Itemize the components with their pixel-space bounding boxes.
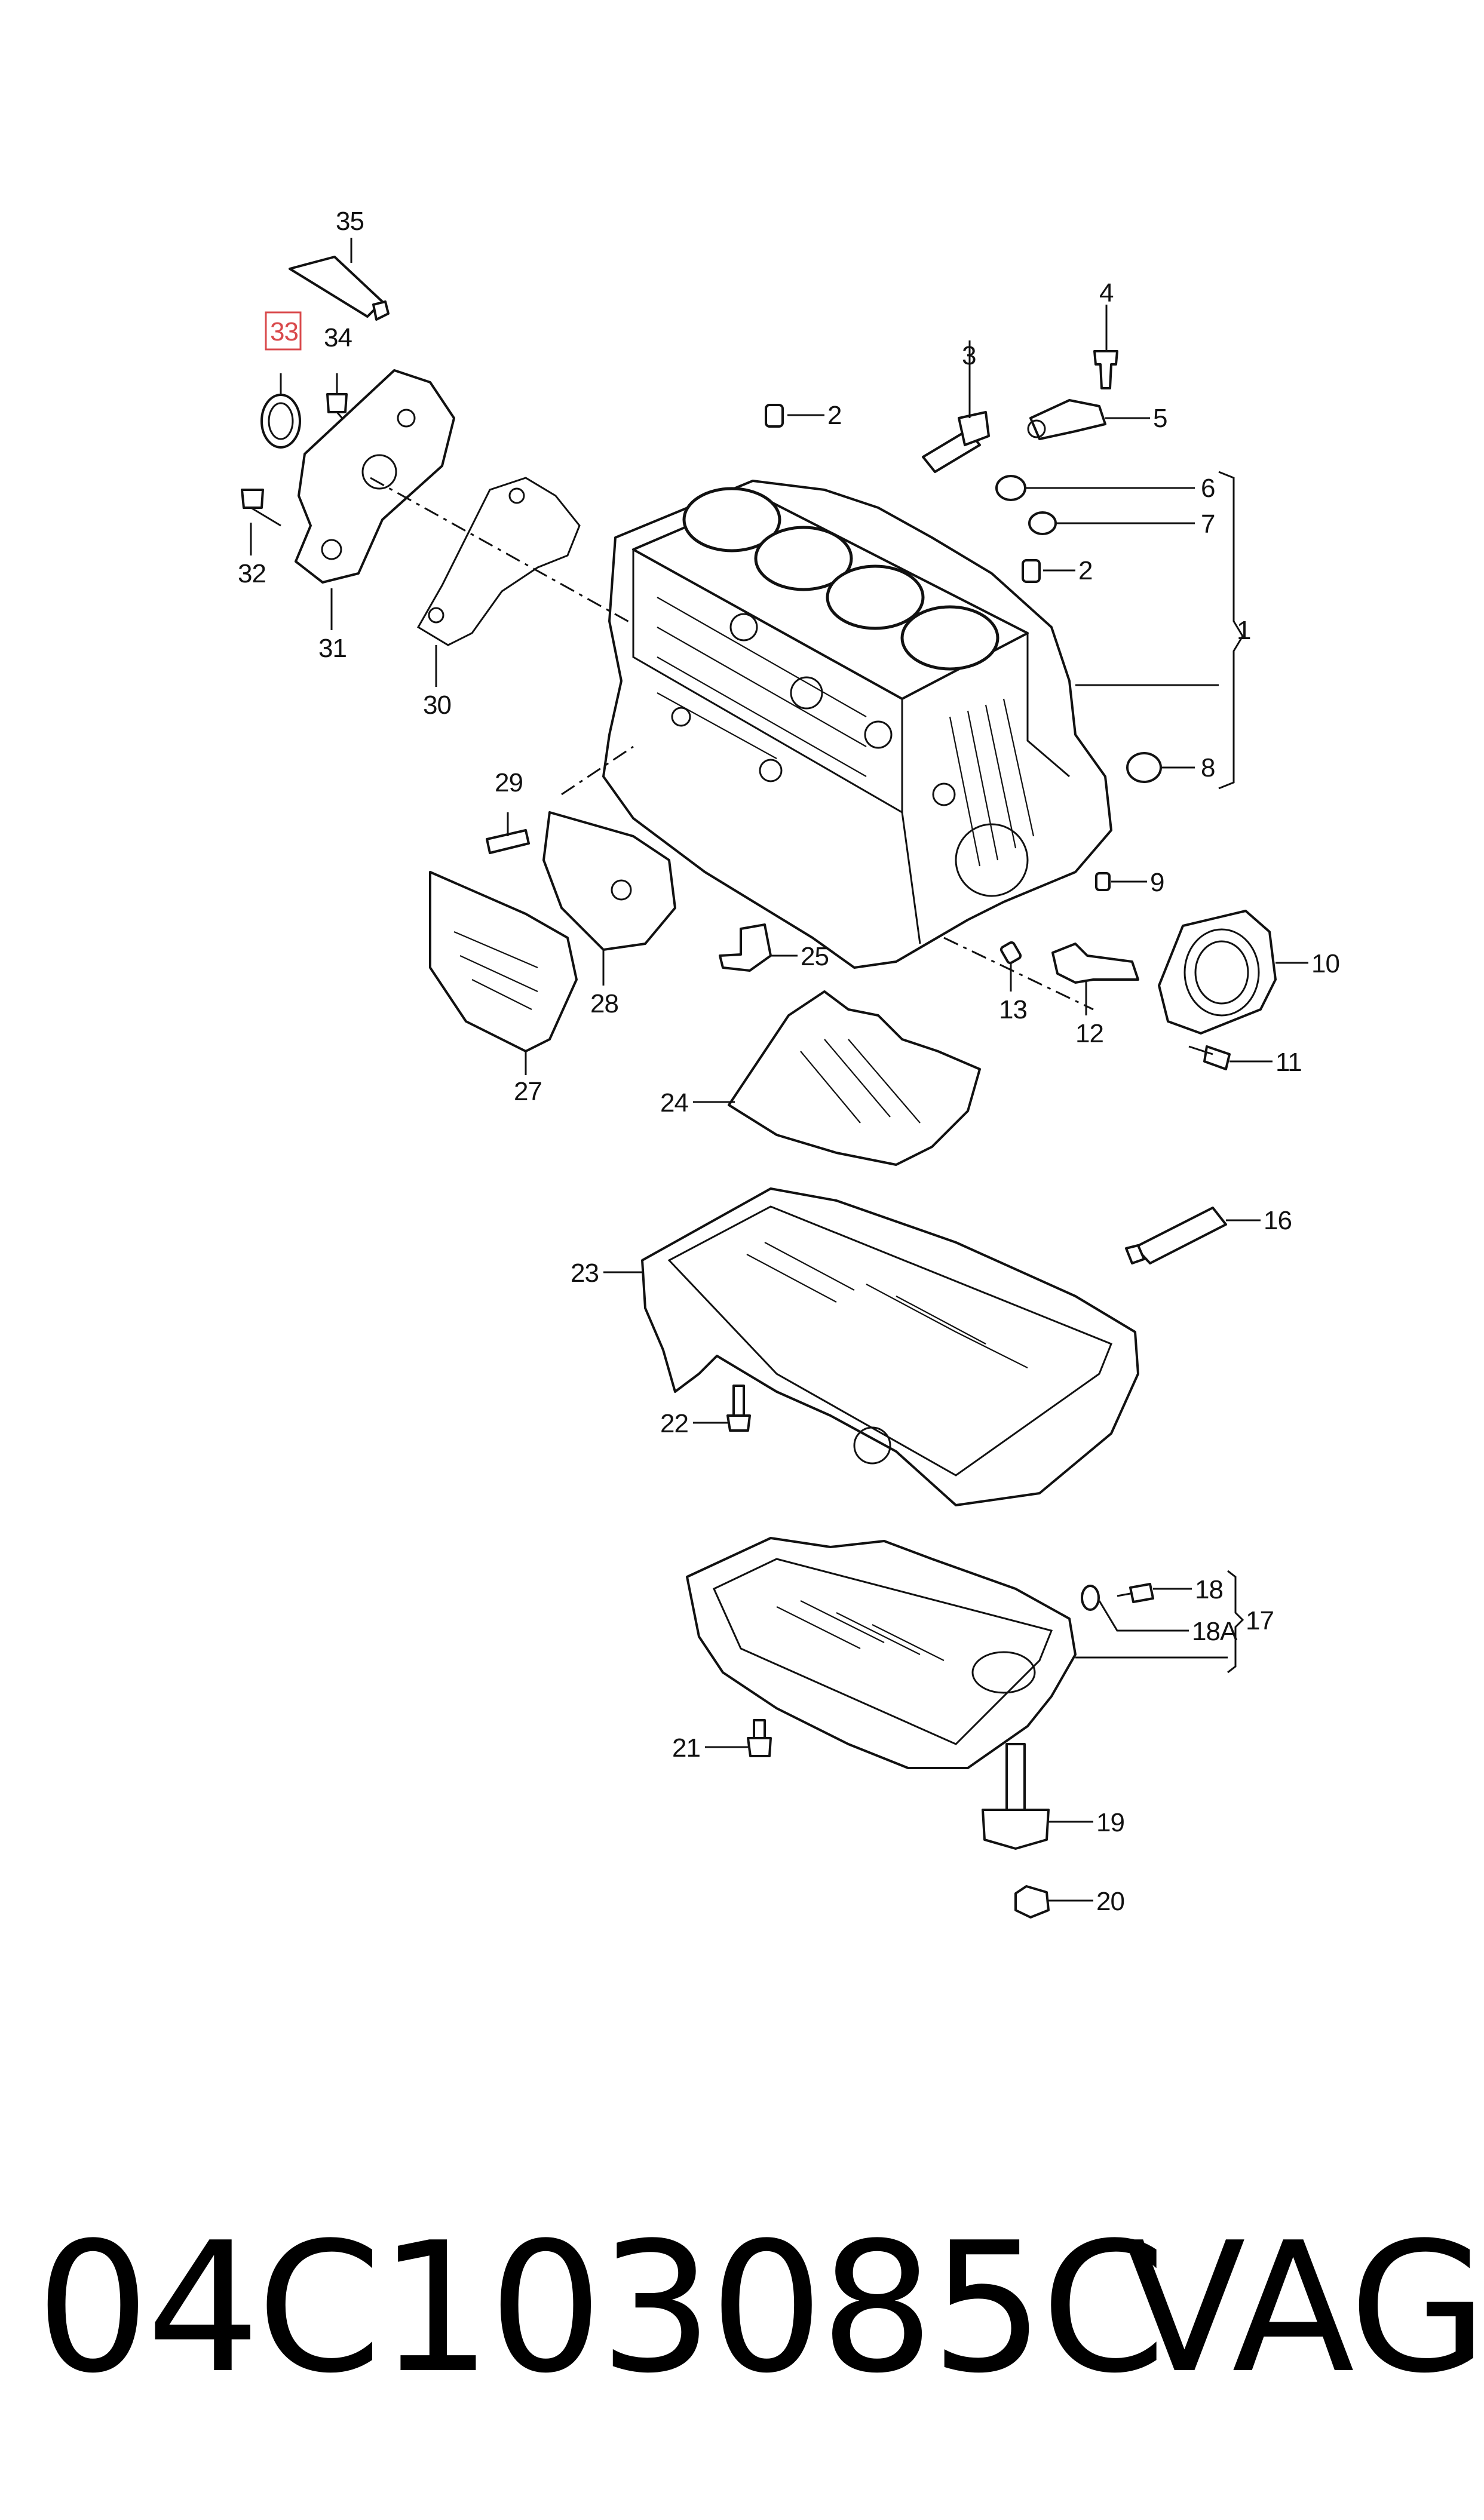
leader-lines bbox=[250, 238, 1308, 1902]
callout-22: 22 bbox=[660, 1409, 688, 1438]
sealing-flange bbox=[1158, 910, 1277, 1035]
engine-block bbox=[602, 480, 1112, 969]
stud-bolt bbox=[922, 411, 990, 473]
callout-4: 4 bbox=[1099, 278, 1114, 308]
shield-part-27 bbox=[429, 871, 578, 1052]
oil-jet-part-5 bbox=[1027, 399, 1106, 440]
callout-35: 35 bbox=[336, 207, 364, 236]
pin-part-13 bbox=[999, 941, 1022, 965]
dowel-sleeve-top bbox=[765, 404, 784, 428]
bolt-part-29 bbox=[486, 829, 530, 854]
callout-29: 29 bbox=[495, 768, 523, 797]
callout-30: 30 bbox=[423, 690, 451, 720]
callout-2-top: 2 bbox=[827, 401, 841, 430]
seal-ring-33 bbox=[260, 394, 301, 449]
upper-oil-pan bbox=[641, 1187, 1139, 1506]
callout-12: 12 bbox=[1075, 1019, 1103, 1048]
bolt-part-11 bbox=[1188, 1045, 1231, 1070]
highlight-box-33 bbox=[265, 311, 302, 351]
callout-11: 11 bbox=[1275, 1048, 1302, 1077]
plug-part-9 bbox=[1095, 872, 1111, 891]
callout-31: 31 bbox=[318, 634, 347, 663]
callout-10: 10 bbox=[1311, 949, 1339, 978]
washer-18a bbox=[1081, 1585, 1100, 1611]
callout-32: 32 bbox=[238, 559, 266, 588]
nut-part-20 bbox=[1014, 1885, 1050, 1919]
callout-23: 23 bbox=[571, 1259, 599, 1288]
callout-5: 5 bbox=[1153, 404, 1167, 433]
callout-25: 25 bbox=[801, 942, 829, 971]
callout-33: 33 bbox=[270, 317, 298, 346]
callout-20: 20 bbox=[1096, 1887, 1124, 1916]
callout-28: 28 bbox=[590, 989, 618, 1018]
plug-part-8 bbox=[1126, 752, 1162, 783]
plug-part-7 bbox=[1028, 511, 1057, 535]
callout-24: 24 bbox=[660, 1088, 688, 1118]
callout-6: 6 bbox=[1201, 474, 1215, 503]
callout-16: 16 bbox=[1264, 1206, 1292, 1235]
callout-7: 7 bbox=[1201, 509, 1215, 539]
callout-13: 13 bbox=[999, 995, 1027, 1024]
lower-oil-pan bbox=[686, 1537, 1077, 1769]
callout-21: 21 bbox=[672, 1733, 700, 1763]
sealant-tube-16 bbox=[1125, 1207, 1227, 1264]
baffle-part-24 bbox=[728, 990, 981, 1166]
bolt-part-32 bbox=[241, 489, 281, 527]
gasket-part-30 bbox=[416, 477, 581, 646]
callout-19: 19 bbox=[1096, 1808, 1124, 1837]
callout-3: 3 bbox=[962, 341, 976, 370]
callout-17: 17 bbox=[1246, 1606, 1274, 1635]
callout-34: 34 bbox=[324, 323, 352, 352]
dowel-sleeve-right bbox=[1022, 559, 1041, 583]
callout-2-right: 2 bbox=[1078, 556, 1092, 585]
callout-9: 9 bbox=[1150, 868, 1164, 897]
pipe-part-25 bbox=[719, 923, 772, 972]
bolt-part-21 bbox=[747, 1719, 772, 1757]
bracket-part-31 bbox=[295, 369, 455, 584]
callout-8: 8 bbox=[1201, 753, 1215, 782]
bolt-part-22 bbox=[726, 1385, 751, 1432]
plug-part-6 bbox=[995, 475, 1026, 501]
callout-labels: 1 2 2 3 4 5 6 7 8 9 10 11 12 13 16 17 18… bbox=[238, 207, 1340, 1916]
sensor-part-12 bbox=[1051, 943, 1139, 984]
oil-level-sensor-19 bbox=[982, 1743, 1050, 1850]
drain-bolt-18 bbox=[1117, 1583, 1154, 1603]
brand-name: VAG bbox=[1123, 2204, 1484, 2412]
cover-part-28 bbox=[542, 811, 676, 951]
screw-part-4 bbox=[1093, 350, 1118, 389]
sealant-tube-35 bbox=[289, 256, 390, 321]
callout-27: 27 bbox=[514, 1077, 542, 1106]
callout-18: 18 bbox=[1195, 1575, 1223, 1604]
part-number: 04C103085C bbox=[36, 2204, 1166, 2412]
callout-1: 1 bbox=[1237, 616, 1250, 645]
callout-18a: 18A bbox=[1192, 1617, 1238, 1646]
